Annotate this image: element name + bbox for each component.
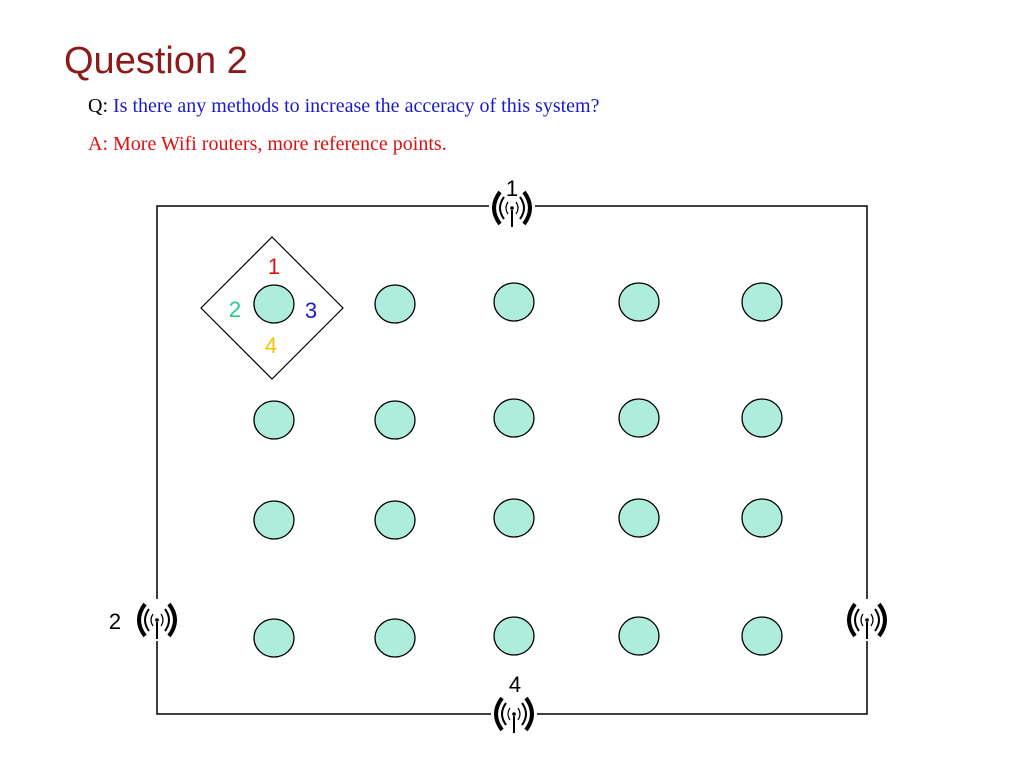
router-label-bottom: 4 xyxy=(509,672,521,697)
slide-title: Question 2 xyxy=(64,40,248,82)
router-bottom: 4 xyxy=(489,672,539,737)
router-label-top: 1 xyxy=(506,176,518,201)
direction-label-4: 4 xyxy=(265,333,277,358)
reference-point xyxy=(493,398,535,438)
reference-point xyxy=(493,282,535,322)
reference-point xyxy=(618,282,660,322)
reference-point xyxy=(493,616,535,656)
direction-label-3: 3 xyxy=(305,298,317,323)
reference-point xyxy=(618,398,660,438)
question-line: Q: Is there any methods to increase the … xyxy=(88,95,599,118)
wifi-router-icon xyxy=(842,597,892,643)
direction-diamond xyxy=(200,236,344,380)
question-prefix: Q: xyxy=(88,95,108,117)
reference-point xyxy=(374,500,416,540)
direction-label-1: 1 xyxy=(268,254,280,279)
reference-point xyxy=(253,400,295,440)
wifi-router-icon xyxy=(489,691,539,737)
reference-point xyxy=(618,498,660,538)
reference-point xyxy=(618,616,660,656)
answer-line: A: More Wifi routers, more reference poi… xyxy=(88,133,447,155)
reference-point xyxy=(741,282,783,322)
reference-point xyxy=(374,618,416,658)
reference-point xyxy=(253,284,295,324)
reference-points xyxy=(253,282,783,658)
router-label-left: 2 xyxy=(109,609,121,634)
reference-point xyxy=(374,400,416,440)
direction-label-2: 2 xyxy=(229,297,241,322)
reference-point xyxy=(253,500,295,540)
reference-point xyxy=(741,616,783,656)
reference-point xyxy=(741,398,783,438)
reference-point xyxy=(493,498,535,538)
router-top: 1 xyxy=(487,176,537,231)
question-text: Is there any methods to increase the acc… xyxy=(113,95,600,117)
reference-point xyxy=(374,284,416,324)
router-left: 2 xyxy=(109,597,182,643)
wifi-router-icon xyxy=(132,597,182,643)
router-right xyxy=(842,597,892,643)
reference-point xyxy=(253,618,295,658)
reference-point xyxy=(741,498,783,538)
